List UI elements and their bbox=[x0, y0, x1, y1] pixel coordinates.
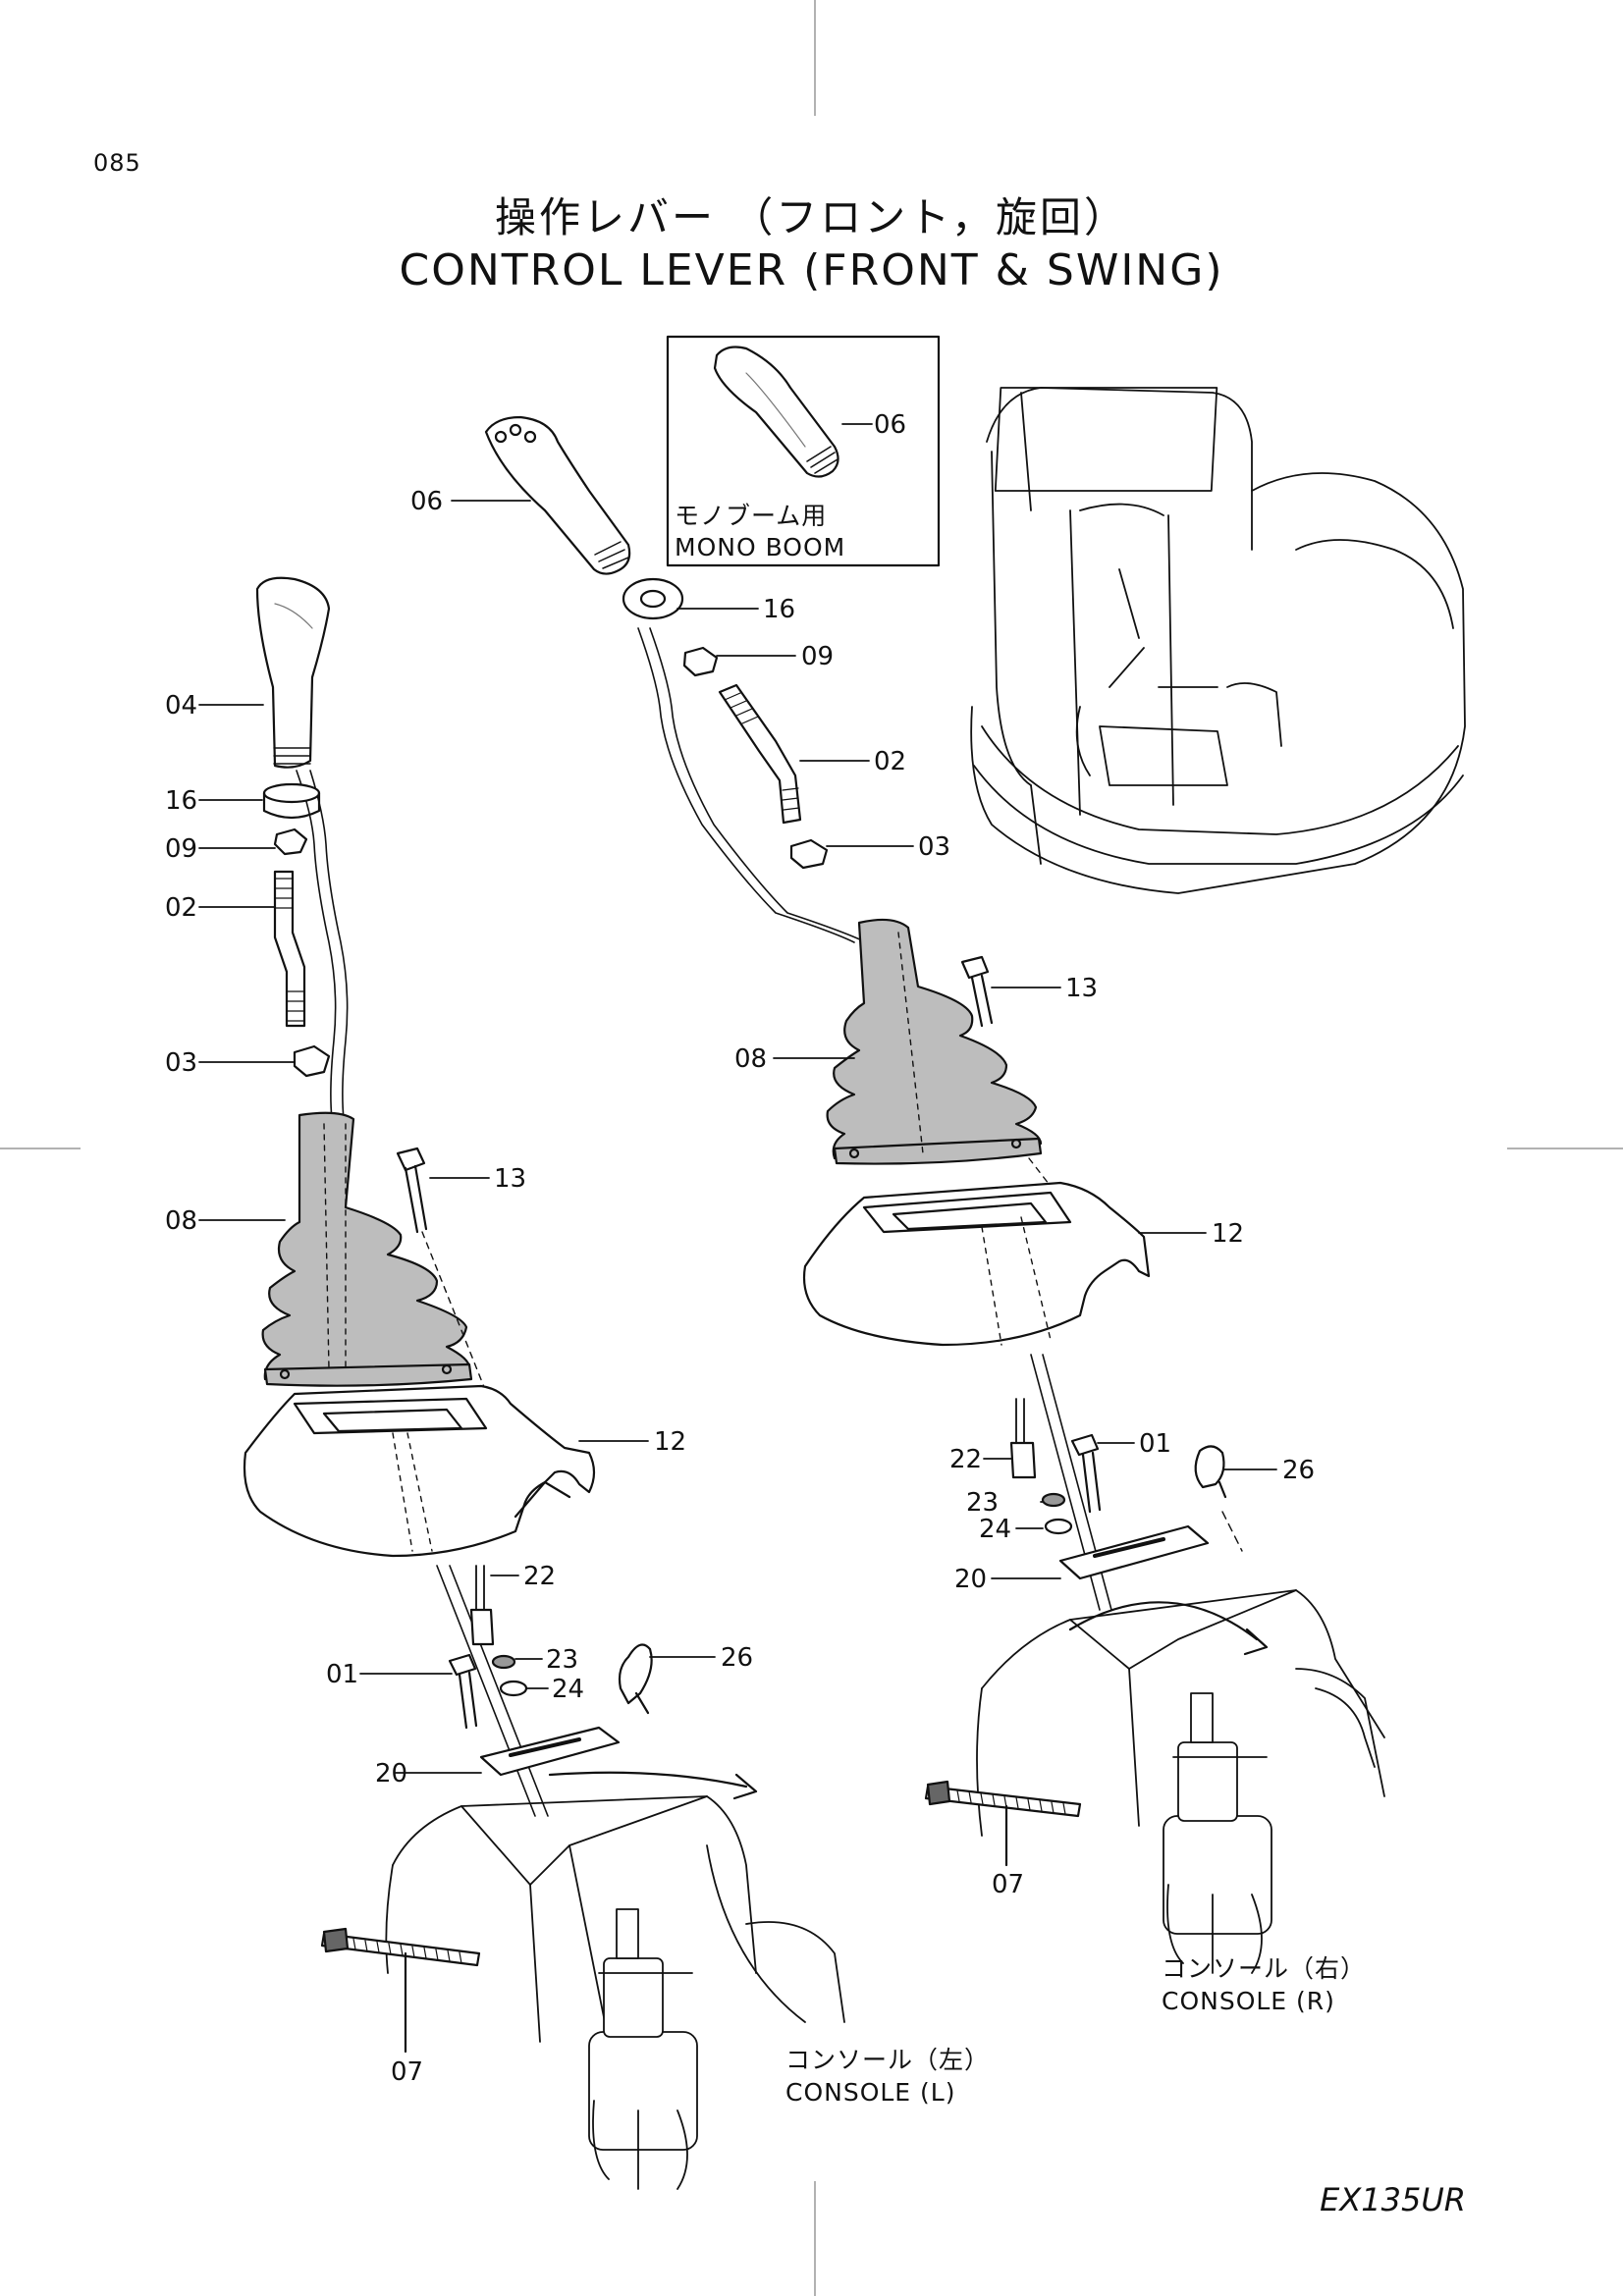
right-nut-03 bbox=[789, 838, 829, 870]
right-part-09-label: 09 bbox=[801, 642, 835, 671]
right-part-07-label: 07 bbox=[992, 1870, 1025, 1899]
right-plate-20 bbox=[1058, 1524, 1210, 1580]
right-part-13-label: 13 bbox=[1065, 974, 1099, 1003]
console-left-caption-english: CONSOLE (L) bbox=[785, 2078, 956, 2107]
right-part-08-label: 08 bbox=[734, 1044, 768, 1074]
left-part-07-label: 07 bbox=[391, 2057, 424, 2087]
right-grip-06 bbox=[484, 415, 631, 575]
left-ring-16 bbox=[262, 782, 321, 820]
left-rod-02 bbox=[273, 870, 306, 1028]
right-washer-23 bbox=[1041, 1492, 1066, 1508]
right-part-12-label: 12 bbox=[1212, 1219, 1245, 1249]
right-nut-09 bbox=[682, 646, 719, 677]
right-console-sketch bbox=[976, 1589, 1385, 1974]
inset-caption-english: MONO BOOM bbox=[675, 533, 846, 561]
right-ring-16 bbox=[622, 577, 684, 620]
left-part-24-label: 24 bbox=[552, 1675, 585, 1704]
left-clip-26 bbox=[618, 1643, 653, 1715]
right-part-02-label: 02 bbox=[874, 747, 907, 776]
page-number: 085 bbox=[93, 149, 141, 177]
left-cable-tie-07 bbox=[320, 1927, 481, 2054]
right-lever-cable bbox=[637, 627, 855, 943]
left-part-03-label: 03 bbox=[165, 1048, 198, 1078]
left-cover-12 bbox=[243, 1384, 596, 1558]
console-right-caption-japanese: コンソール（右） bbox=[1162, 1954, 1367, 1983]
right-part-26-label: 26 bbox=[1282, 1456, 1316, 1485]
leader-lines bbox=[198, 423, 1277, 1774]
mono-boom-inset-frame bbox=[666, 335, 941, 567]
left-washer-23 bbox=[491, 1654, 516, 1670]
left-part-22-label: 22 bbox=[523, 1562, 557, 1591]
left-part-04-label: 04 bbox=[165, 691, 198, 721]
left-console-sketch bbox=[385, 1795, 845, 2190]
right-part-24-label: 24 bbox=[979, 1515, 1012, 1544]
right-part-23-label: 23 bbox=[966, 1488, 1000, 1518]
right-rod-02 bbox=[718, 683, 802, 825]
left-boot-08 bbox=[261, 1111, 473, 1387]
title-japanese: 操作レバー （フロント，旋回） bbox=[494, 193, 1129, 241]
left-part-23-label: 23 bbox=[546, 1645, 579, 1675]
left-bolt-22 bbox=[469, 1565, 495, 1646]
excavator-cab-sketch bbox=[970, 387, 1466, 894]
right-boot-08 bbox=[826, 918, 1043, 1165]
left-nut-03 bbox=[293, 1044, 331, 1078]
right-part-01-label: 01 bbox=[1139, 1429, 1172, 1459]
right-cover-12 bbox=[802, 1181, 1151, 1347]
left-bolt-01 bbox=[448, 1653, 478, 1730]
right-part-03-label: 03 bbox=[918, 832, 951, 862]
left-part-12-label: 12 bbox=[654, 1427, 687, 1457]
right-cable-tie-07 bbox=[924, 1780, 1082, 1867]
left-part-13-label: 13 bbox=[494, 1164, 527, 1194]
left-part-20-label: 20 bbox=[375, 1759, 408, 1789]
model-number: EX135UR bbox=[1320, 2181, 1466, 2218]
left-part-26-label: 26 bbox=[721, 1643, 754, 1673]
left-grip-04 bbox=[255, 576, 331, 769]
title-english: CONTROL LEVER (FRONT & SWING) bbox=[399, 245, 1224, 295]
console-right-caption-english: CONSOLE (R) bbox=[1162, 1987, 1335, 2015]
left-part-02-label: 02 bbox=[165, 893, 198, 923]
left-nut-09 bbox=[273, 828, 308, 856]
right-part-06-label: 06 bbox=[410, 487, 444, 516]
left-part-09-label: 09 bbox=[165, 834, 198, 864]
inset-caption-japanese: モノブーム用 bbox=[675, 502, 828, 530]
left-part-16-label: 16 bbox=[165, 786, 198, 816]
console-left-caption-japanese: コンソール（左） bbox=[785, 2046, 991, 2074]
left-bolt-13 bbox=[396, 1147, 487, 1393]
left-washer-24 bbox=[499, 1680, 528, 1697]
inset-part-06-label: 06 bbox=[874, 410, 907, 440]
right-bolt-22 bbox=[1009, 1398, 1037, 1479]
right-part-16-label: 16 bbox=[763, 595, 796, 624]
right-part-22-label: 22 bbox=[949, 1445, 983, 1474]
left-lever-cable bbox=[296, 770, 337, 1120]
right-clip-26 bbox=[1194, 1445, 1243, 1552]
left-plate-20 bbox=[479, 1726, 621, 1777]
inset-grip bbox=[713, 346, 839, 478]
right-part-20-label: 20 bbox=[954, 1565, 988, 1594]
left-part-01-label: 01 bbox=[326, 1660, 359, 1689]
right-washer-24 bbox=[1044, 1518, 1073, 1535]
right-bolt-01 bbox=[1070, 1433, 1102, 1514]
left-part-08-label: 08 bbox=[165, 1206, 198, 1236]
